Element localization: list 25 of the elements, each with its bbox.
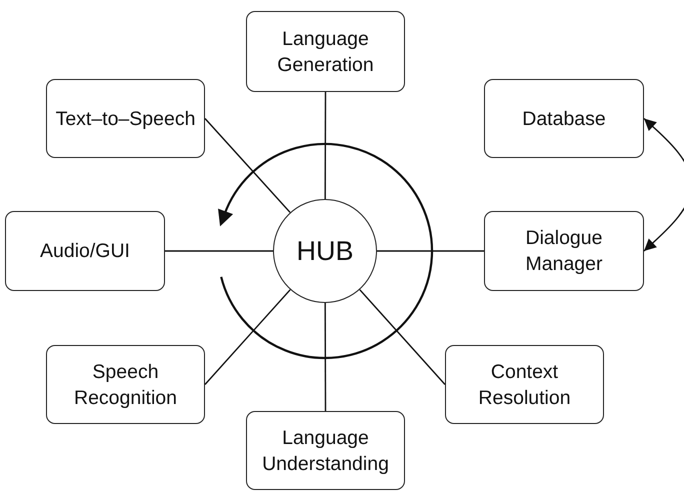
component-box [484,79,644,158]
component-label: Audio/GUI [40,239,130,264]
component-box [46,79,205,158]
connector-line [165,250,273,252]
curved-double-arrow [644,118,684,252]
connector-line [377,250,484,252]
component-label: Speech Recognition [73,360,178,410]
component-box [46,345,205,424]
component-box [246,11,405,92]
component-label: Database [522,106,606,132]
component-label: Dialogue Manager [524,226,604,277]
connector-line [204,118,291,213]
component-box [445,345,604,424]
connector-line [324,303,326,411]
component-label: Text–to–Speech [56,106,196,132]
connector-line [359,289,446,385]
component-label: Language Generation [276,26,375,78]
connector-line [204,289,291,385]
component-box [484,211,644,291]
component-box [246,411,405,490]
component-label: Context Resolution [477,360,572,410]
component-label: Language Understanding [261,426,390,476]
connector-line [324,92,326,199]
hub-label: HUB [296,235,354,267]
component-box [5,211,165,291]
